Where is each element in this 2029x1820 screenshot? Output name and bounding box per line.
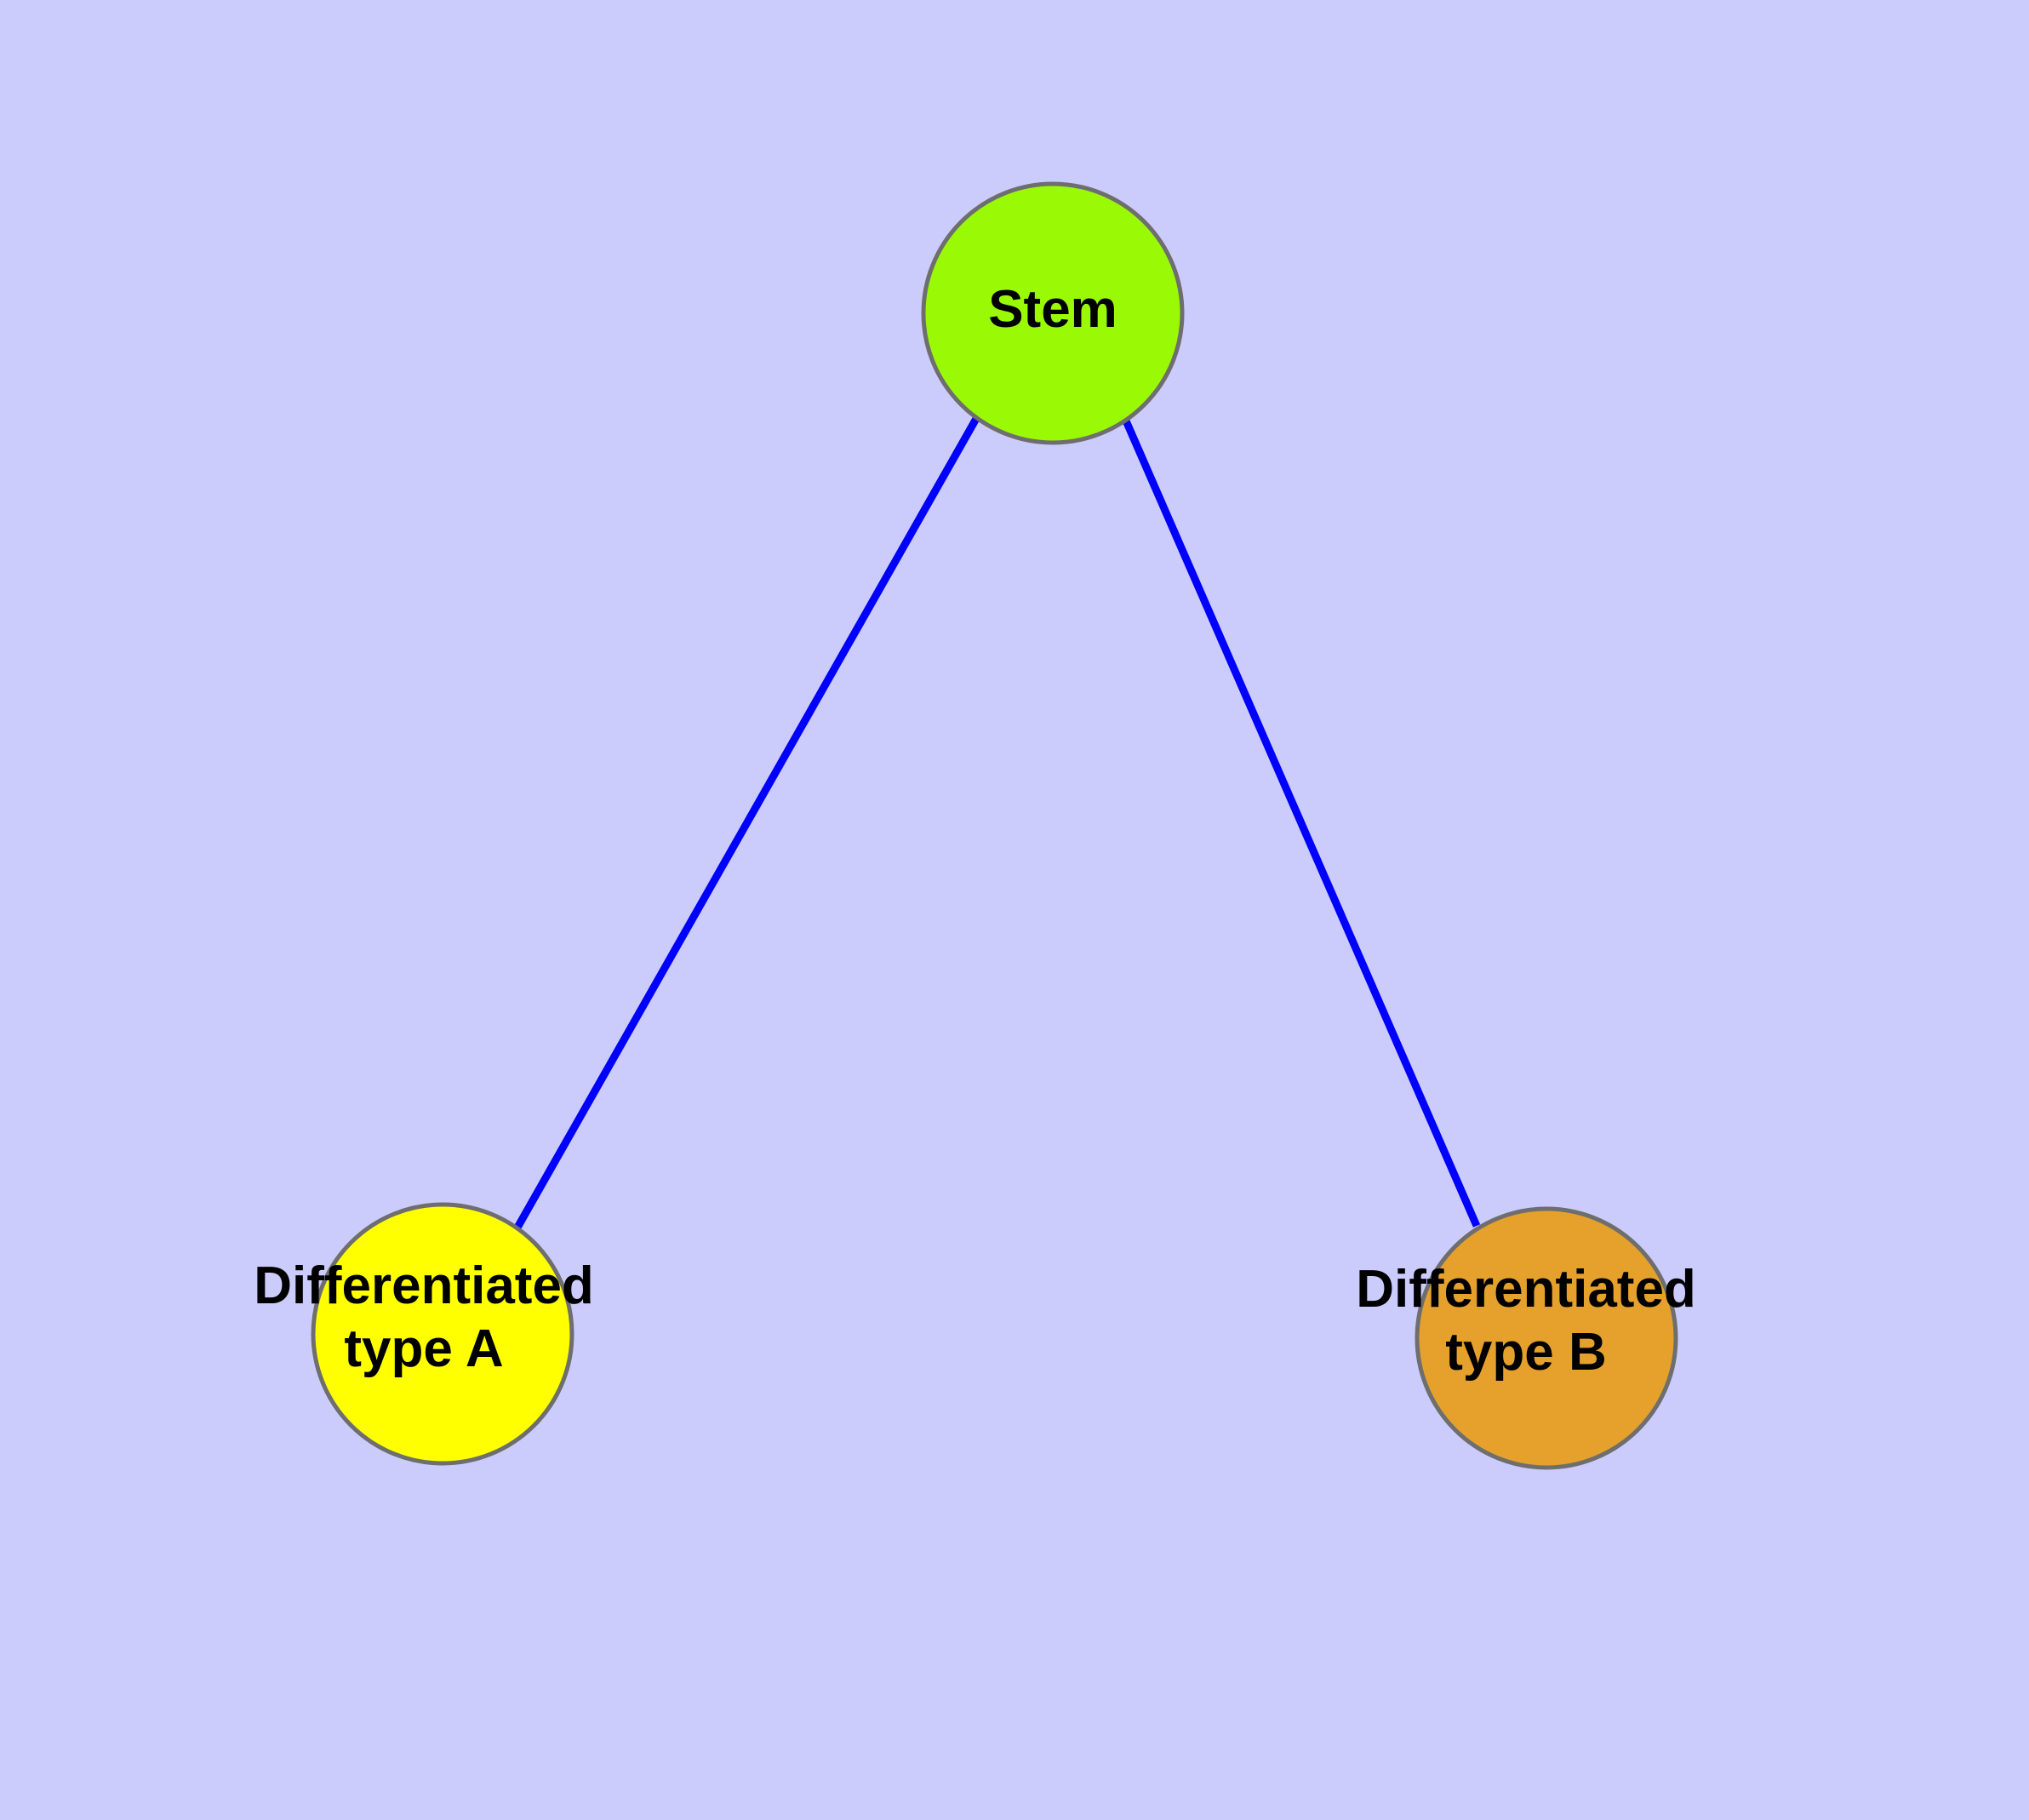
graph-node-label-line: type A xyxy=(344,1319,503,1378)
graph-node-stem[interactable] xyxy=(921,181,1185,445)
graph-node-label-line: Differentiated xyxy=(1356,1260,1696,1319)
graph-node-diff_a[interactable] xyxy=(311,1202,574,1466)
graph-node-label-line: type B xyxy=(1445,1323,1606,1382)
graph-node-diff_b[interactable] xyxy=(1415,1206,1678,1470)
nodes-layer xyxy=(311,181,1678,1470)
graph-node-label-stem: Stem xyxy=(988,280,1117,339)
graph-edge-stem-diff_a[interactable] xyxy=(514,415,980,1230)
edges-layer xyxy=(514,415,1481,1230)
graph-node-label-line: Stem xyxy=(988,280,1117,339)
graph-node-label-line: Differentiated xyxy=(254,1256,594,1315)
graph-edge-stem-diff_b[interactable] xyxy=(1121,417,1481,1228)
